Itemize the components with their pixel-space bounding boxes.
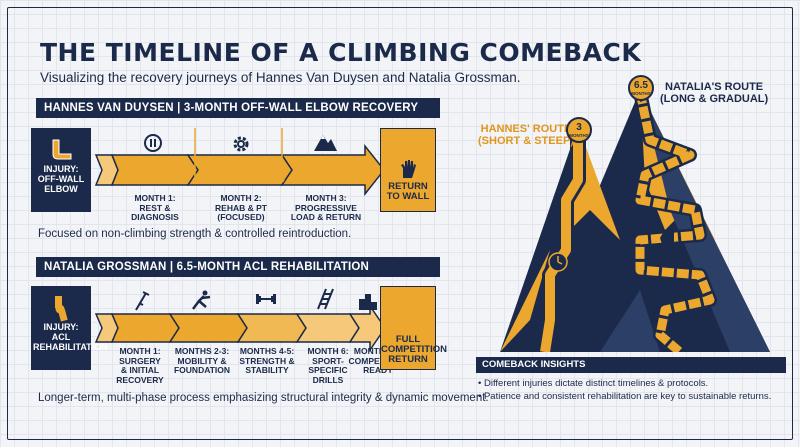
hannes-badge-number: 3 [576,122,582,133]
natalia-section-header: NATALIA GROSSMAN | 6.5-MONTH ACL REHABIL… [36,257,440,277]
natalia-badge-number: 6.5 [634,80,648,91]
insight-item: Different injuries dictate distinct time… [478,378,771,391]
mountain-illustration [500,89,770,352]
mountain-icon [312,131,338,158]
natalia-injury-label: INJURY: ACL REHABILITATION [33,322,108,352]
insight-item: Patience and consistent rehabilitation a… [478,391,771,404]
page-subtitle: Visualizing the recovery journeys of Han… [40,70,521,85]
natalia-step-3: MONTHS 4-5: STRENGTH & STABILITY [239,346,295,375]
pause-icon [143,133,163,158]
hannes-route-path [540,128,583,352]
gear-icon [230,133,252,160]
hannes-badge-unit: MONTHS [569,133,589,138]
natalia-injury-box: INJURY: ACL REHABILITATION [31,286,108,370]
hannes-route-label: HANNES' ROUTE (SHORT & STEEP) [478,123,574,147]
natalia-step-1: MONTH 1: SURGERY & INITIAL RECOVERY [116,346,164,385]
natalia-goal-label: FULL COMPETITION RETURN [381,334,447,365]
hannes-track [94,128,385,197]
natalia-step-2: MONTHS 2-3: MOBILITY & FOUNDATION [173,346,231,375]
hannes-injury-label: INJURY: OFF-WALL ELBOW [37,164,85,194]
hannes-goal-box: RETURN TO WALL [380,128,436,212]
natalia-duration-badge: 6.5 MONTHS [628,75,654,101]
flexed-arm-icon [660,230,674,244]
natalia-track [94,303,386,353]
elbow-icon [31,136,91,164]
hannes-note: Focused on non-climbing strength & contr… [38,228,352,240]
crutch-icon [131,290,151,317]
natalia-goal-box: FULL COMPETITION RETURN [380,286,447,370]
natalia-route-label: NATALIA'S ROUTE (LONG & GRADUAL) [660,81,769,105]
hannes-peak [500,126,660,352]
ladder-icon [314,288,336,315]
hannes-step-2: MONTH 2: REHAB & PT (FOCUSED) [215,193,267,222]
clock-icon [548,252,568,272]
hannes-step-3: MONTH 3: PROGRESSIVE LOAD & RETURN [290,193,362,222]
insights-list: Different injuries dictate distinct time… [478,378,771,403]
stretch-icon [190,289,212,316]
hannes-goal-label: RETURN TO WALL [386,181,430,202]
hannes-section-header: HANNES VAN DUYSEN | 3-MONTH OFF-WALL ELB… [36,98,440,118]
podium-icon [358,290,378,315]
page-title: THE TIMELINE OF A CLIMBING COMEBACK [40,38,642,67]
person-icon [684,279,696,299]
natalia-step-4: MONTH 6: SPORT- SPECIFIC DRILLS [307,346,349,385]
hand-icon [381,148,435,178]
hannes-step-1: MONTH 1: REST & DIAGNOSIS [131,193,179,222]
hannes-duration-badge: 3 MONTHS [566,117,592,143]
knee-icon [31,294,91,322]
insights-header: COMEBACK INSIGHTS [476,357,786,373]
frame-border [7,7,793,440]
hannes-injury-box: INJURY: OFF-WALL ELBOW [31,128,91,212]
natalia-note: Longer-term, multi-phase process emphasi… [38,392,489,404]
natalia-badge-unit: MONTHS [631,91,651,96]
dumbbell-icon [254,290,278,313]
